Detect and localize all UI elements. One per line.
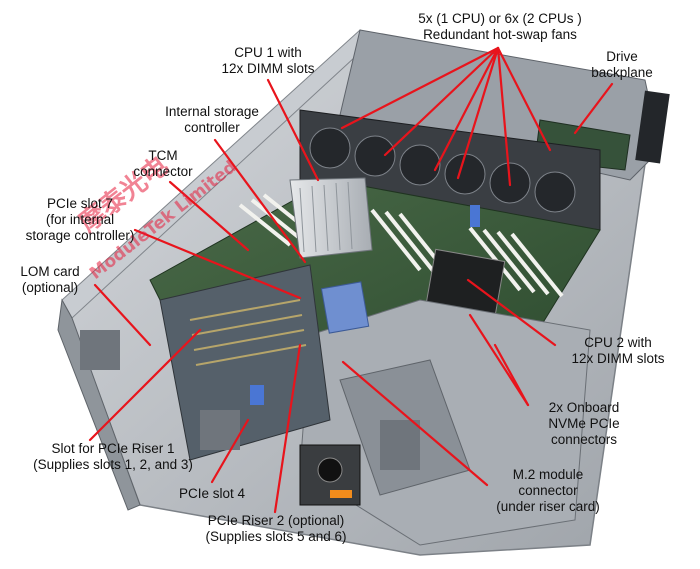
- callout-lines: [88, 46, 614, 514]
- psu-handle: [330, 490, 352, 498]
- fan-row: [309, 127, 576, 213]
- rear-panel: [57, 298, 141, 511]
- fan-icon: [399, 144, 441, 186]
- label-drive-backplane: Drive backplane: [591, 49, 653, 80]
- label-fans: 5x (1 CPU) or 6x (2 CPUs ) Redundant hot…: [418, 11, 582, 42]
- label-nvme-connectors: 2x Onboard NVMe PCIe connectors: [548, 400, 620, 447]
- label-m2-module: M.2 module connector (under riser card): [496, 467, 600, 514]
- power-socket-icon: [317, 457, 343, 483]
- fan-icon: [534, 171, 576, 213]
- front-bezel: [635, 90, 670, 164]
- label-cpu1: CPU 1 with 12x DIMM slots: [221, 45, 315, 76]
- label-cpu2: CPU 2 with 12x DIMM slots: [571, 335, 665, 366]
- label-lom-card: LOM card (optional): [20, 264, 80, 295]
- m2-connector: [320, 281, 370, 334]
- rear-vents: [80, 330, 420, 470]
- blue-latch: [250, 385, 264, 405]
- label-pcie-slot4: PCIe slot 4: [178, 486, 246, 501]
- label-riser2: PCIe Riser 2 (optional) (Supplies slots …: [205, 513, 347, 544]
- label-riser1-slot: Slot for PCIe Riser 1 (Supplies slots 1,…: [33, 441, 193, 472]
- fan-icon: [444, 153, 486, 195]
- blue-latch: [470, 205, 480, 227]
- label-tcm-connector: TCM connector: [133, 148, 193, 179]
- fan-icon: [309, 127, 351, 169]
- fan-icon: [354, 135, 396, 177]
- label-internal-storage-controller: Internal storage controller: [165, 104, 259, 135]
- label-pcie-slot7: PCIe slot 7 (for internal storage contro…: [25, 196, 135, 243]
- dimm-slots-cpu1: [238, 193, 450, 276]
- dimm-slots-cpu2: [468, 226, 564, 298]
